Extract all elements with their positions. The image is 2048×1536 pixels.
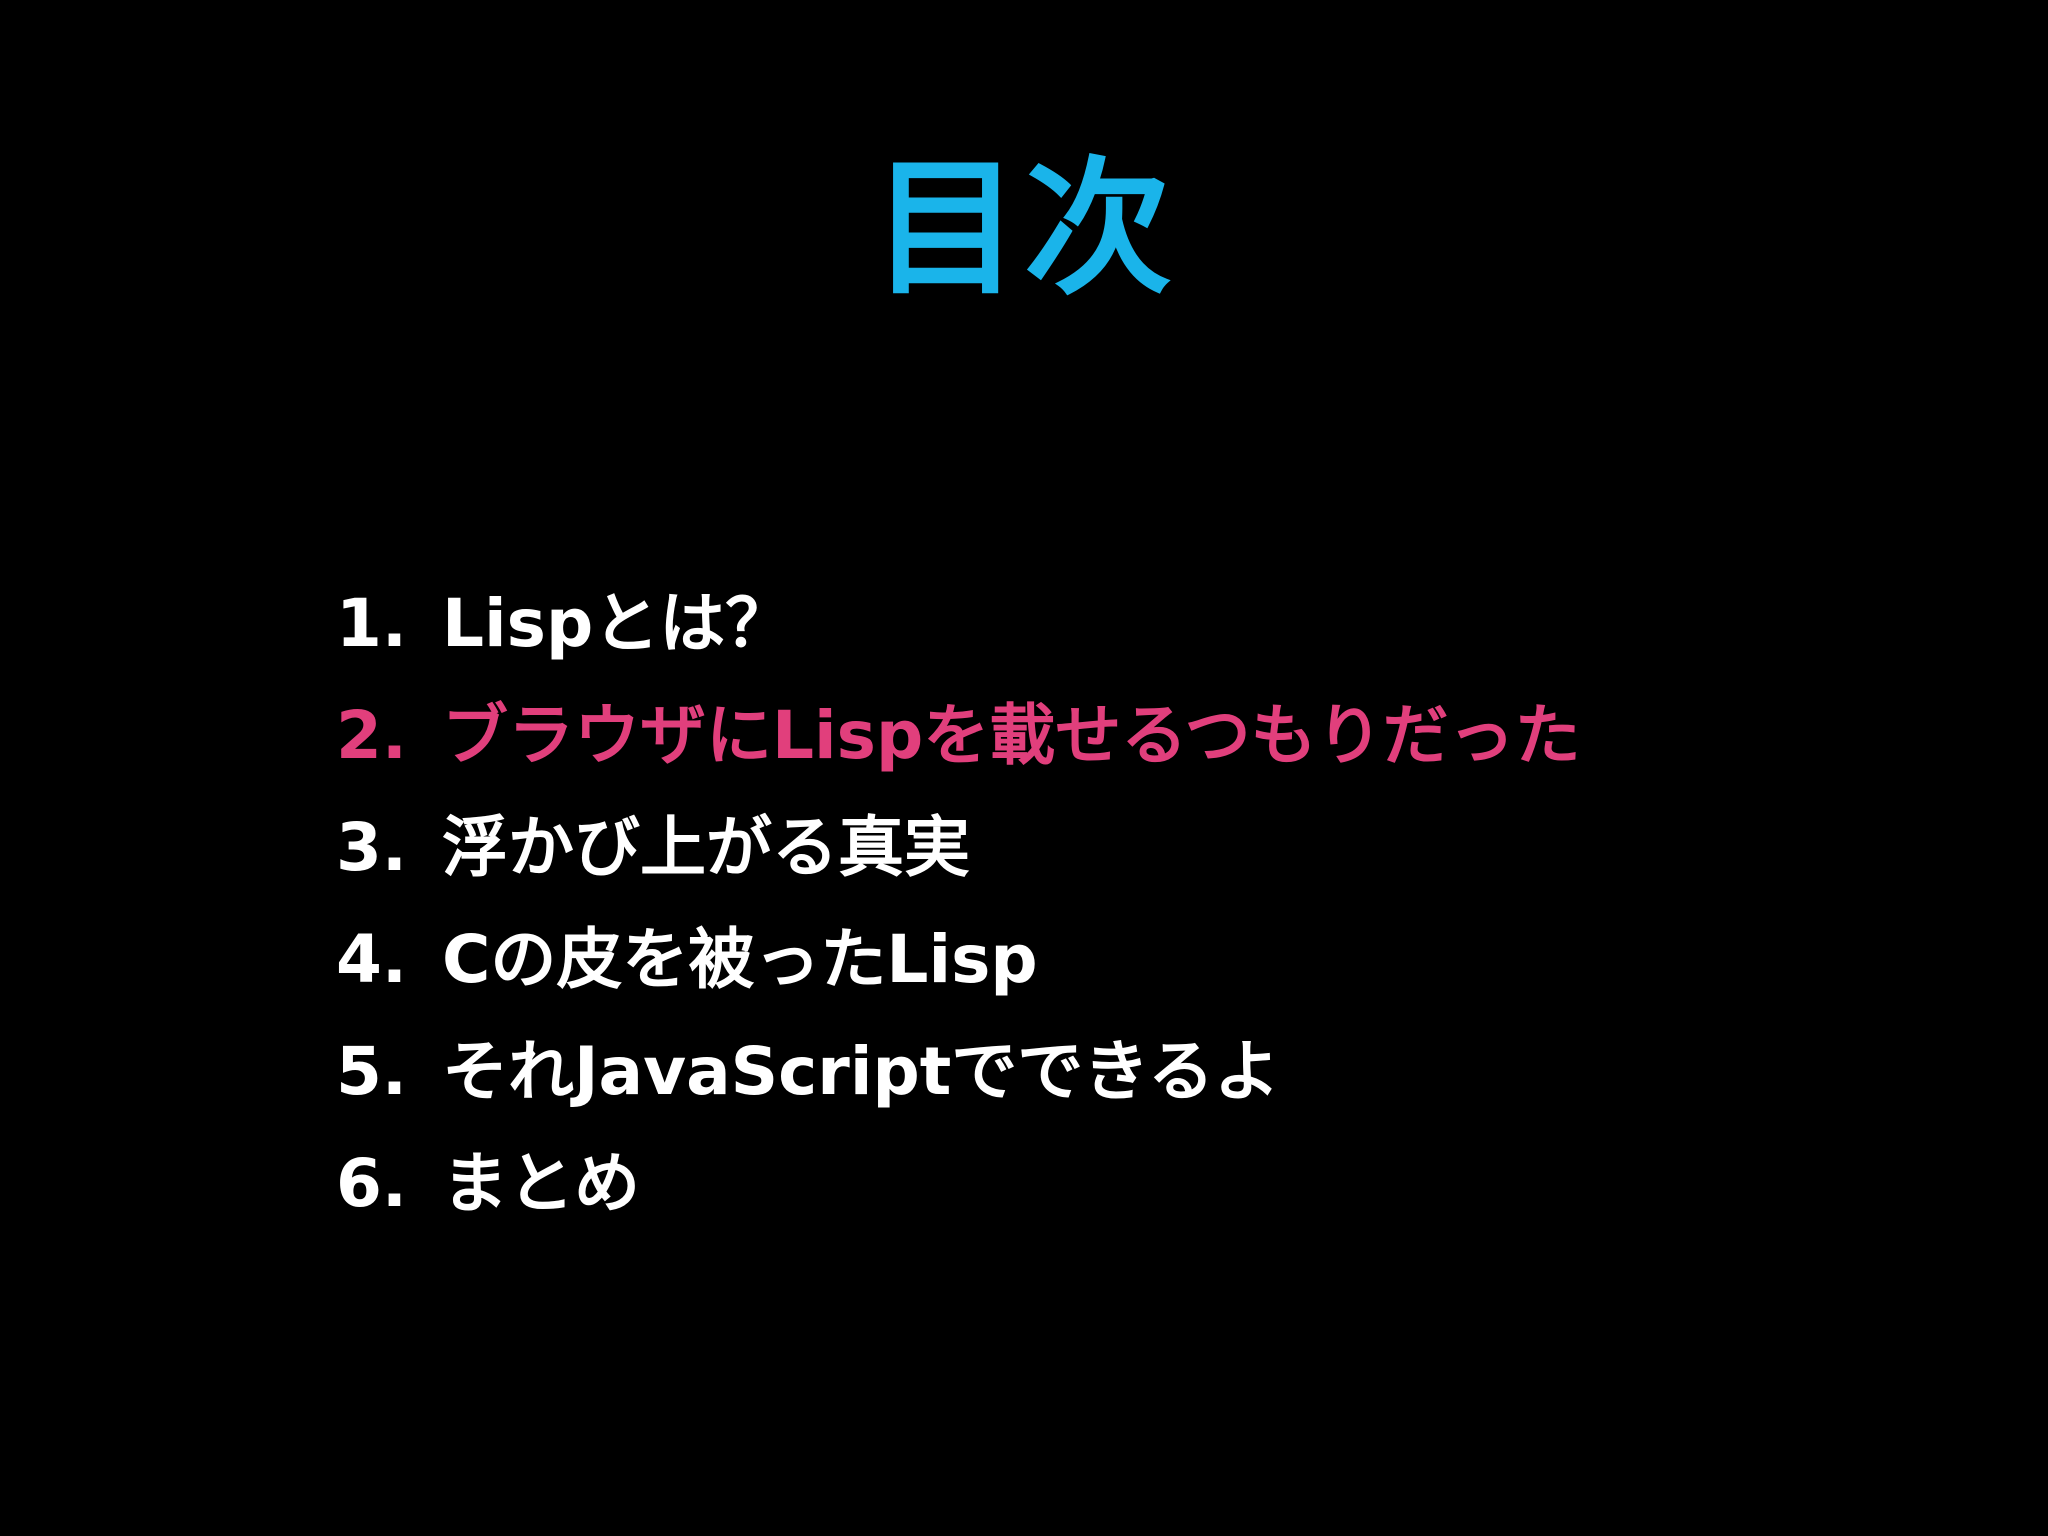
toc-item-label: 浮かび上がる真実 [442, 809, 970, 886]
toc-item: 1. Lispとは？ [336, 568, 1581, 680]
toc-item: 4. Cの皮を被ったLisp [336, 904, 1581, 1016]
toc-item-label: ブラウザにLispを載せるつもりだった [442, 697, 1581, 774]
toc-item-number: 4. [336, 921, 407, 998]
toc-item-number: 3. [336, 809, 407, 886]
toc-item: 6. まとめ [336, 1128, 1581, 1240]
table-of-contents: 1. Lispとは？ 2. ブラウザにLispを載せるつもりだった 3. 浮かび… [336, 568, 1581, 1240]
toc-item-label: Lispとは？ [442, 585, 792, 662]
toc-item: 5. それJavaScriptでできるよ [336, 1016, 1581, 1128]
toc-item: 3. 浮かび上がる真実 [336, 792, 1581, 904]
toc-item-label: それJavaScriptでできるよ [442, 1033, 1280, 1110]
toc-item-number: 1. [336, 585, 407, 662]
toc-item-current: 2. ブラウザにLispを載せるつもりだった [336, 680, 1581, 792]
toc-item-label: まとめ [442, 1145, 640, 1222]
slide-title: 目次 [872, 143, 1176, 315]
toc-item-number: 6. [336, 1145, 407, 1222]
toc-item-number: 2. [336, 697, 407, 774]
toc-item-label: Cの皮を被ったLisp [442, 921, 1038, 998]
toc-item-number: 5. [336, 1033, 407, 1110]
